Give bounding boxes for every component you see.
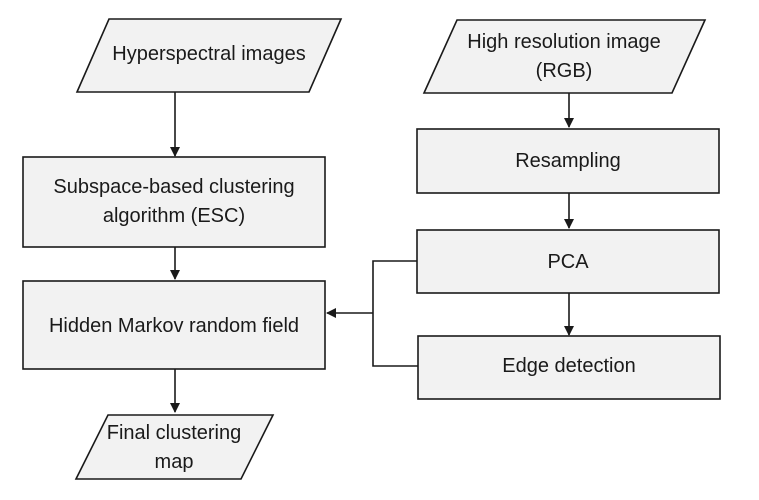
edges (170, 92, 574, 413)
node-label: Hyperspectral images (112, 43, 305, 65)
node-label-line: algorithm (ESC) (103, 205, 245, 227)
node-label-line: PCA (547, 251, 589, 273)
process-box (22, 156, 326, 248)
edge-pca-to-hmrf (372, 260, 418, 313)
node-label: Edge detection (502, 355, 635, 377)
process-box (417, 335, 721, 400)
parallelogram-shape (422, 19, 707, 94)
node-label: Subspace-based clustering algorithm (ESC) (53, 176, 294, 227)
node-label: High resolution image (RGB) (467, 31, 660, 82)
node-pca: PCA (416, 229, 720, 294)
process-box (416, 128, 720, 194)
parallelogram-shape (75, 18, 343, 93)
node-high-resolution-image: High resolution image (RGB) (422, 19, 707, 94)
node-label-line: map (155, 451, 194, 473)
node-hyperspectral-images: Hyperspectral images (75, 18, 343, 93)
node-resampling: Resampling (416, 128, 720, 194)
node-label-line: Subspace-based clustering (53, 176, 294, 198)
node-esc: Subspace-based clustering algorithm (ESC) (22, 156, 326, 248)
node-hidden-markov-random-field: Hidden Markov random field (22, 280, 326, 370)
node-label: Final clustering map (107, 422, 242, 473)
node-final-clustering-map: Final clustering map (74, 414, 275, 480)
node-label-line: Edge detection (502, 355, 635, 377)
node-label-line: Hyperspectral images (112, 43, 305, 65)
parallelogram-shape (74, 414, 275, 480)
node-label: Resampling (515, 150, 621, 172)
node-label-line: Final clustering (107, 422, 242, 444)
edge-edge-detection-to-hmrf (372, 313, 418, 367)
process-box (22, 280, 326, 370)
node-edge-detection: Edge detection (417, 335, 721, 400)
node-label-line: High resolution image (467, 31, 660, 53)
process-box (416, 229, 720, 294)
node-label: Hidden Markov random field (49, 315, 299, 337)
node-label-line: Hidden Markov random field (49, 315, 299, 337)
node-label: PCA (547, 251, 589, 273)
node-label-line: (RGB) (536, 60, 593, 82)
node-label-line: Resampling (515, 150, 621, 172)
